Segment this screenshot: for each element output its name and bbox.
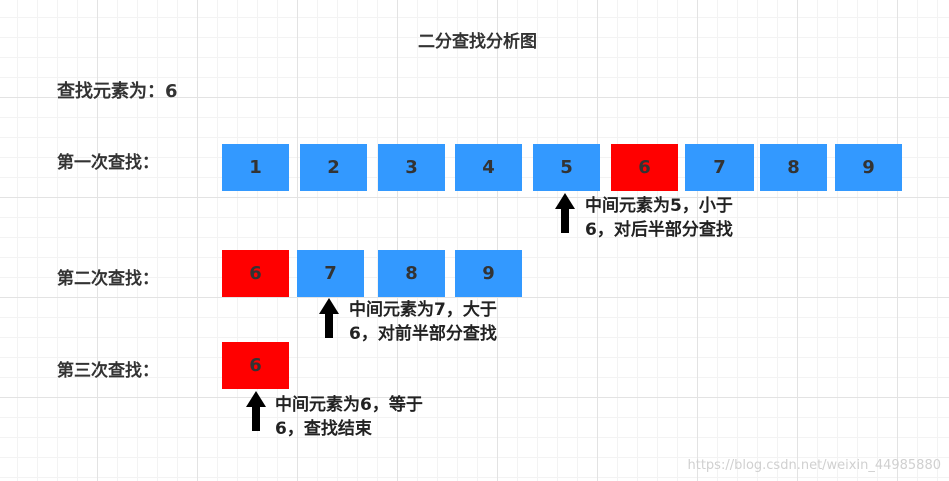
round-2-cell-1: 6 [222, 250, 289, 297]
round-1-cell-7: 7 [685, 144, 754, 191]
round-1-cell-2: 2 [300, 144, 367, 191]
round-3-cell-1: 6 [222, 342, 289, 389]
round-1-cell-9: 9 [835, 144, 902, 191]
diagram-title: 二分查找分析图 [418, 32, 537, 52]
round-2-label: 第二次查找： [57, 269, 159, 289]
round-2-cell-4: 9 [455, 250, 522, 297]
round-1-cell-5: 5 [533, 144, 600, 191]
round-1-cell-3: 3 [378, 144, 445, 191]
round-1-label: 第一次查找： [57, 153, 159, 173]
round-3-label: 第三次查找： [57, 361, 159, 381]
round-1-cell-8: 8 [760, 144, 827, 191]
up-arrow-icon [319, 298, 339, 338]
round-2-note-line-1: 中间元素为7，大于 [349, 300, 497, 320]
round-1-cell-1: 1 [222, 144, 289, 191]
round-2-cell-3: 8 [378, 250, 445, 297]
watermark: https://blog.csdn.net/weixin_44985880 [687, 458, 941, 473]
round-1-note-line-1: 中间元素为5，小于 [585, 196, 733, 216]
round-2-cell-2: 7 [297, 250, 364, 297]
round-1-note: 中间元素为5，小于 6，对后半部分查找 [585, 194, 733, 242]
up-arrow-icon [246, 391, 266, 431]
round-2-note: 中间元素为7，大于 6，对前半部分查找 [349, 298, 497, 346]
target-label: 查找元素为：6 [57, 81, 178, 102]
round-3-note: 中间元素为6，等于 6，查找结束 [275, 393, 423, 441]
round-3-note-line-2: 6，查找结束 [275, 419, 372, 439]
round-3-note-line-1: 中间元素为6，等于 [275, 395, 423, 415]
round-1-cell-6: 6 [611, 144, 678, 191]
round-1-cell-4: 4 [455, 144, 522, 191]
round-2-note-line-2: 6，对前半部分查找 [349, 324, 497, 344]
up-arrow-icon [555, 193, 575, 233]
round-1-note-line-2: 6，对后半部分查找 [585, 220, 733, 240]
